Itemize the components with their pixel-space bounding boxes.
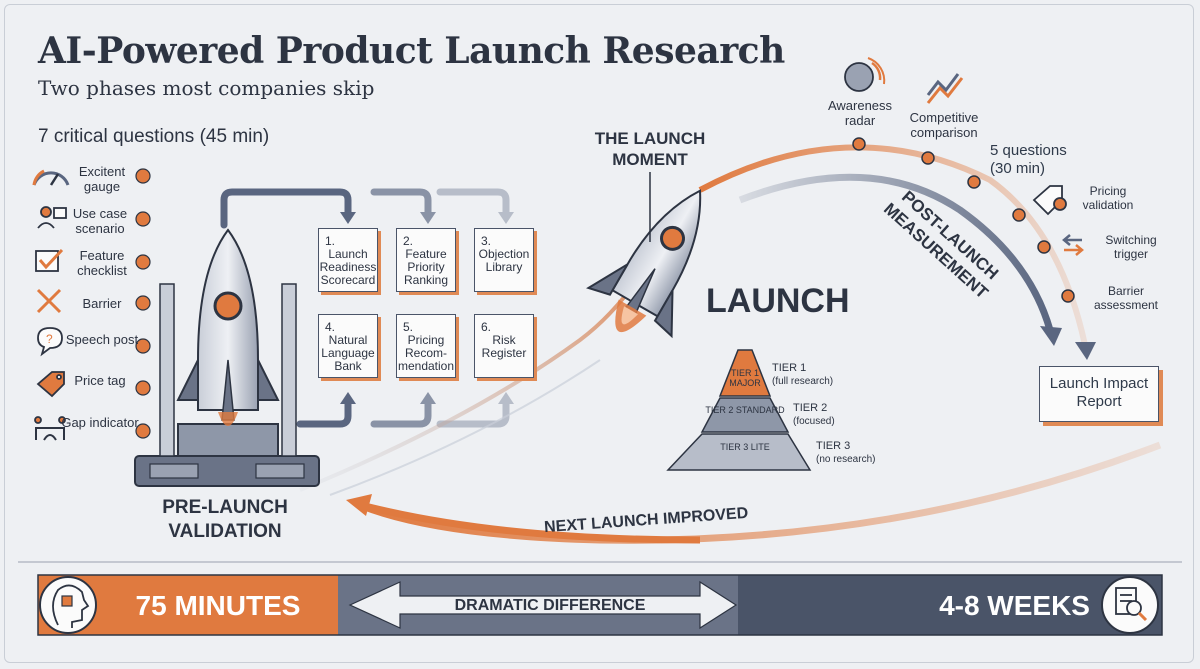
page-title: AI-Powered Product Launch Research <box>38 30 785 72</box>
footer-right-duration: 4-8 WEEKS <box>939 590 1090 621</box>
outer-frame <box>4 4 1194 663</box>
launch-label: LAUNCH <box>706 282 850 320</box>
tier-2-inner: TIER 2 STANDARD <box>705 405 785 415</box>
launch-moment-label: THE LAUNCH MOMENT <box>594 129 706 169</box>
question-label-barrier: Barrier <box>82 296 122 311</box>
pre-launch-loop-arrows <box>220 188 510 428</box>
post-launch-step-icons <box>844 57 1084 256</box>
deliverable-card-2: 2.Feature Priority Ranking <box>396 228 456 292</box>
question-label-excitement: Excitent gauge <box>78 164 126 194</box>
post-launch-blue-arc <box>738 173 1054 331</box>
post-launch-orange-arc <box>698 144 1088 346</box>
footer-middle-label: DRAMATIC DIFFERENCE <box>454 597 646 614</box>
pre-launch-question-icons: ? <box>32 169 70 441</box>
step-label-competitive: Competitive comparison <box>909 110 979 140</box>
tier-pyramid <box>666 349 812 471</box>
question-label-gap: Gap indicator <box>61 415 139 430</box>
question-label-feature: Feature checklist <box>77 248 127 278</box>
tier-3-inner: TIER 3 LITE <box>720 442 770 452</box>
tier-1-label: TIER 1(full research) <box>772 362 834 387</box>
launch-impact-report: Launch Impact Report <box>1039 366 1159 422</box>
launching-rocket-icon <box>586 189 702 339</box>
footer-left-duration: 75 MINUTES <box>135 590 301 621</box>
post-launch-questions-heading: 5 questions (30 min) <box>990 142 1067 177</box>
step-label-awareness: Awareness radar <box>827 98 893 128</box>
page-subtitle: Two phases most companies skip <box>38 76 375 100</box>
deliverable-card-5: 5.Pricing Recom-mendation <box>396 314 456 378</box>
step-label-barrier: Barrier assessment <box>1093 284 1159 312</box>
step-label-switching: Switching trigger <box>1105 233 1157 261</box>
post-launch-milestones <box>852 137 1075 303</box>
deliverable-card-3: 3.Objection Library <box>474 228 534 292</box>
deliverable-card-6: 6.Risk Register <box>474 314 534 378</box>
rocket-on-pad-icon <box>134 228 320 487</box>
question-label-use-case: Use case scenario <box>72 206 128 236</box>
pre-launch-question-dots <box>135 168 151 439</box>
pre-launch-label: PRE-LAUNCH VALIDATION <box>162 497 288 542</box>
pre-launch-questions-heading: 7 critical questions (45 min) <box>38 126 270 147</box>
question-label-price: Price tag <box>74 373 126 388</box>
tier-2-label: TIER 2(focused) <box>793 402 835 427</box>
deliverable-card-4: 4.Natural Language Bank <box>318 314 378 378</box>
svg-text:?: ? <box>46 332 53 346</box>
tier-3-label: TIER 3(no research) <box>816 440 876 465</box>
footer-icons <box>52 584 1148 628</box>
step-label-pricing: Pricing validation <box>1082 184 1134 212</box>
tier-1-inner: TIER 1 MAJOR <box>729 368 761 388</box>
question-label-speech: Speech post <box>65 332 139 347</box>
deliverable-card-1: 1.Launch Readiness Scorecard <box>318 228 378 292</box>
